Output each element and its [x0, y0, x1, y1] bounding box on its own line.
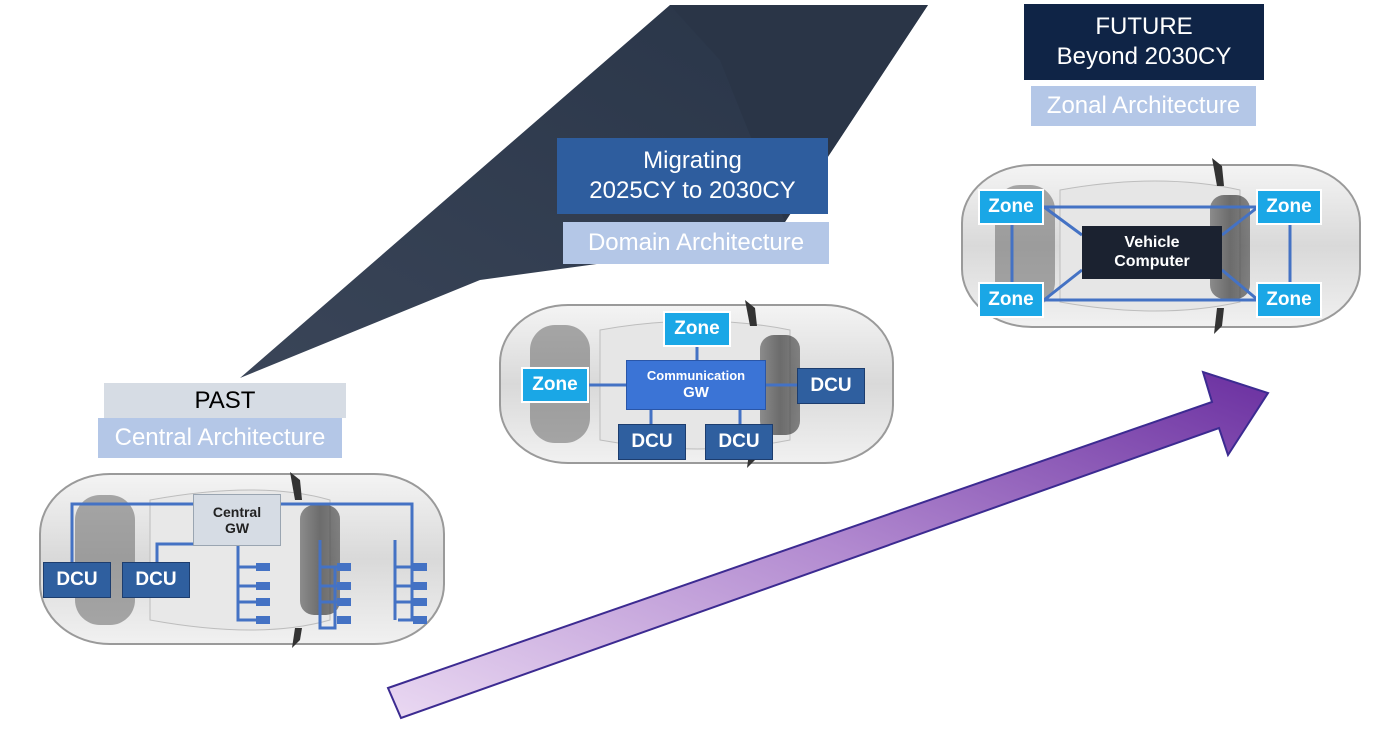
- vehicle-computer: Vehicle Computer: [1082, 226, 1222, 279]
- migrating-car-wiring: [588, 345, 797, 425]
- past-architecture-label: Central Architecture: [98, 418, 342, 458]
- complexity-arrow: [386, 370, 1270, 720]
- zone-node: Zone: [978, 189, 1044, 225]
- past-title: PAST: [104, 383, 346, 418]
- future-title: FUTURE Beyond 2030CY: [1024, 4, 1264, 80]
- communication-gateway: Communication GW: [626, 360, 766, 410]
- dcu-node: DCU: [618, 424, 686, 460]
- dcu-node: DCU: [122, 562, 190, 598]
- dcu-node: DCU: [797, 368, 865, 404]
- zone-node: Zone: [521, 367, 589, 403]
- dcu-node: DCU: [43, 562, 111, 598]
- zone-node: Zone: [978, 282, 1044, 318]
- zone-node: Zone: [663, 311, 731, 347]
- zone-node: Zone: [1256, 189, 1322, 225]
- central-gateway: Central GW: [193, 494, 281, 546]
- migrating-title: Migrating 2025CY to 2030CY: [557, 138, 828, 214]
- future-architecture-label: Zonal Architecture: [1031, 86, 1256, 126]
- future-car-wiring: [1010, 205, 1292, 302]
- past-car-ecus: [238, 563, 427, 624]
- zone-node: Zone: [1256, 282, 1322, 318]
- growth-arrow-fold: [670, 5, 928, 222]
- dcu-node: DCU: [705, 424, 773, 460]
- migrating-architecture-label: Domain Architecture: [563, 222, 829, 264]
